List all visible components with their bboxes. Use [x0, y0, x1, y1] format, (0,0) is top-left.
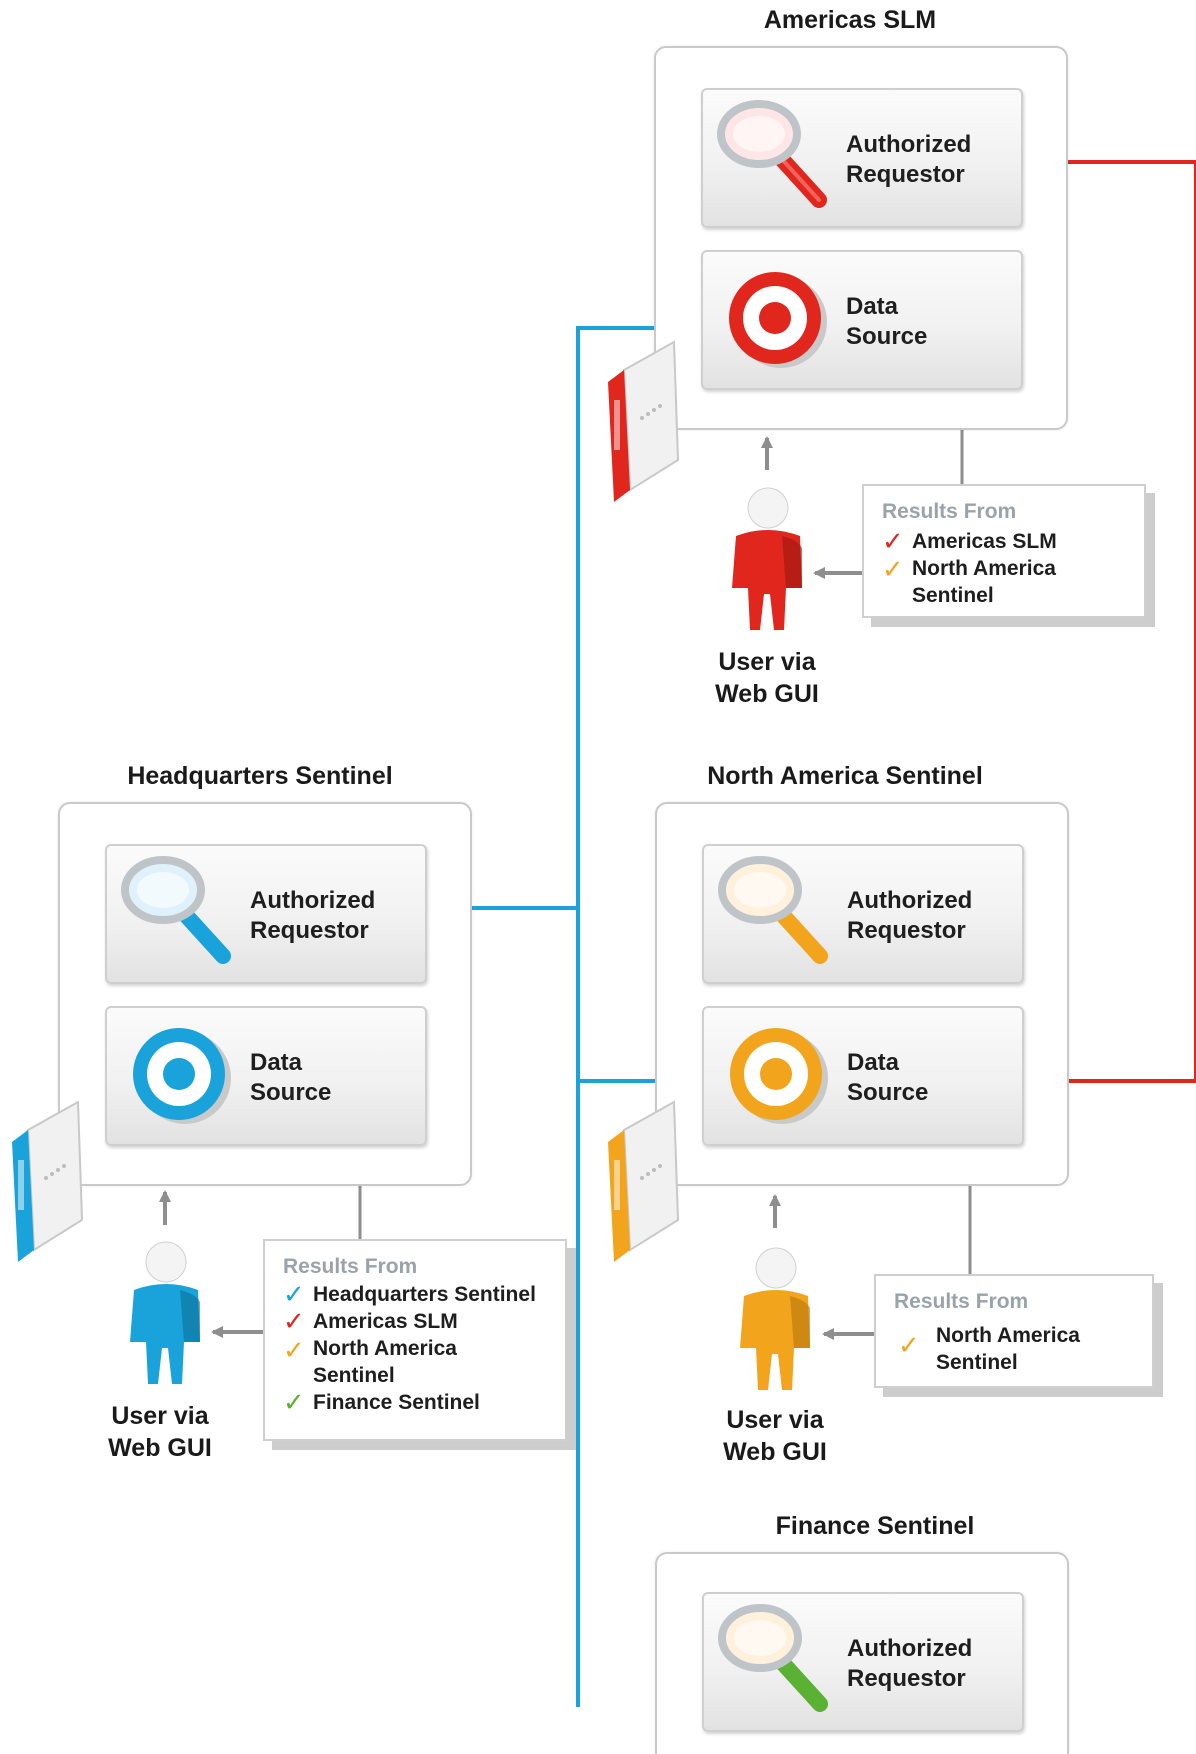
americas-requestor-label: Authorized Requestor	[846, 131, 972, 188]
checkmark-icon: ✓	[283, 1279, 305, 1309]
server-icon	[608, 1100, 680, 1262]
results-header: Results From	[894, 1290, 1029, 1313]
user-icon	[740, 1247, 810, 1390]
checkmark-icon: ✓	[882, 554, 904, 584]
northamerica-site-box: Authorized Requestor Data Source	[655, 802, 1069, 1186]
hq-site-box: Authorized Requestor Data Source	[58, 802, 472, 1186]
results-item: Headquarters Sentinel	[313, 1283, 536, 1306]
magnifier-icon	[718, 856, 828, 964]
results-item: Americas SLM	[912, 530, 1057, 553]
northamerica-data-source[interactable]: Data Source	[702, 1006, 1024, 1146]
northamerica-requestor-label: Authorized Requestor	[847, 887, 973, 944]
results-header: Results From	[882, 500, 1017, 523]
checkmark-icon: ✓	[882, 526, 904, 556]
target-icon	[729, 272, 827, 368]
server-icon	[608, 340, 680, 502]
northamerica-user-label: User via Web GUI	[723, 1406, 827, 1466]
user-icon	[130, 1241, 200, 1384]
hq-requestor-label: Authorized Requestor	[250, 887, 376, 944]
results-item: North America Sentinel	[912, 557, 1056, 607]
northamerica-results-box: Results From ✓ North America Sentinel	[874, 1274, 1154, 1388]
americas-user-label: User via Web GUI	[715, 648, 819, 708]
hq-site-title: Headquarters Sentinel	[127, 762, 393, 790]
checkmark-icon: ✓	[283, 1387, 305, 1417]
northamerica-source-label: Data Source	[847, 1049, 929, 1106]
northamerica-authorized-requestor[interactable]: Authorized Requestor	[702, 844, 1024, 984]
hq-user-label: User via Web GUI	[108, 1402, 212, 1462]
americas-to-northamerica-line	[1021, 160, 1196, 1087]
results-item: Finance Sentinel	[313, 1391, 480, 1414]
target-icon	[730, 1028, 828, 1124]
server-icon	[12, 1100, 84, 1262]
americas-data-source[interactable]: Data Source	[701, 250, 1023, 390]
checkmark-icon: ✓	[283, 1306, 305, 1336]
americas-site-box: Authorized Requestor Data Source	[654, 46, 1068, 430]
results-item: North America Sentinel	[936, 1324, 1080, 1374]
finance-site-box: Authorized Requestor	[655, 1552, 1069, 1754]
finance-site-title: Finance Sentinel	[775, 1512, 975, 1540]
results-item: North America Sentinel	[313, 1337, 457, 1387]
hq-data-source[interactable]: Data Source	[105, 1006, 427, 1146]
magnifier-icon	[718, 1604, 828, 1712]
northamerica-site-title: North America Sentinel	[707, 762, 983, 790]
hq-authorized-requestor[interactable]: Authorized Requestor	[105, 844, 427, 984]
americas-results-box: Results From ✓ Americas SLM ✓ North Amer…	[862, 484, 1146, 618]
checkmark-icon: ✓	[898, 1330, 920, 1360]
hq-results-box: Results From ✓ Headquarters Sentinel ✓ A…	[263, 1239, 567, 1441]
americas-source-label: Data Source	[846, 293, 928, 350]
user-icon	[732, 487, 802, 630]
americas-authorized-requestor[interactable]: Authorized Requestor	[701, 88, 1023, 228]
magnifier-icon	[121, 856, 231, 964]
americas-site-title: Americas SLM	[763, 6, 937, 34]
target-icon	[133, 1028, 231, 1124]
finance-authorized-requestor[interactable]: Authorized Requestor	[702, 1592, 1024, 1732]
hq-source-label: Data Source	[250, 1049, 332, 1106]
checkmark-icon: ✓	[283, 1335, 305, 1365]
finance-requestor-label: Authorized Requestor	[847, 1635, 973, 1692]
magnifier-icon	[717, 100, 827, 208]
results-item: Americas SLM	[313, 1310, 458, 1333]
results-header: Results From	[283, 1255, 418, 1278]
